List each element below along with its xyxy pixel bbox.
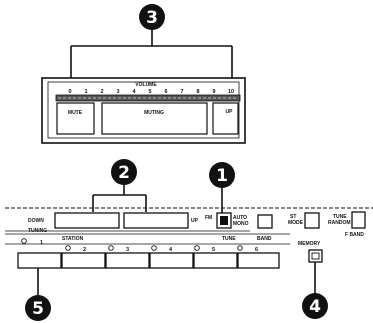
fm-label: FM <box>205 215 212 221</box>
volume-up-button[interactable] <box>212 102 239 135</box>
tune-random-button[interactable] <box>351 211 366 229</box>
volume-level-meter <box>55 94 241 102</box>
mono-label: MONO <box>233 221 249 227</box>
f-band-label: F BAND <box>345 232 364 238</box>
preset-1-indicator <box>21 238 27 244</box>
volume-tick-3: 3 <box>116 89 119 95</box>
svg-text:1: 1 <box>216 166 228 186</box>
preset-5-label: 5 <box>212 247 215 253</box>
callout-3: 3 <box>139 4 165 30</box>
volume-tick-9: 9 <box>212 89 215 95</box>
preset-6-button[interactable] <box>237 252 280 269</box>
tuning-row-label: TUNING <box>28 228 47 234</box>
station-label: STATION <box>62 236 84 242</box>
random-label: RANDOM <box>328 220 351 226</box>
volume-tick-1: 1 <box>84 89 87 95</box>
mode-label: MODE <box>288 220 304 226</box>
volume-tick-6: 6 <box>164 89 167 95</box>
preset-3-button[interactable] <box>105 252 150 269</box>
volume-up-label: UP <box>226 109 234 115</box>
preset-5-button[interactable] <box>193 252 238 269</box>
callout-2: 2 <box>111 159 137 185</box>
memory-button[interactable] <box>308 249 323 263</box>
st-label: ST <box>290 214 296 220</box>
tune-mode-label: TUNE <box>333 214 347 220</box>
st-mode-button[interactable] <box>304 212 320 229</box>
volume-title: VOLUME <box>135 82 157 88</box>
svg-text:2: 2 <box>118 163 130 183</box>
preset-2-label: 2 <box>83 247 86 253</box>
svg-text:3: 3 <box>146 8 158 28</box>
preset-4-button[interactable] <box>149 252 194 269</box>
preset-3-indicator <box>108 245 114 251</box>
volume-tick-7: 7 <box>180 89 183 95</box>
auto-label: AUTO <box>233 215 247 221</box>
control-panel-lines <box>5 207 373 245</box>
tuning-down-label: DOWN <box>28 218 44 224</box>
svg-text:4: 4 <box>309 297 321 317</box>
mute-button[interactable] <box>56 102 95 135</box>
volume-tick-0: 0 <box>68 89 71 95</box>
tuning-down-button[interactable] <box>54 212 120 229</box>
preset-6-indicator <box>237 245 243 251</box>
preset-4-indicator <box>151 245 157 251</box>
preset-4-label: 4 <box>169 247 173 253</box>
memory-button-inner <box>311 252 320 260</box>
memory-label: MEMORY <box>298 241 321 247</box>
preset-2-button[interactable] <box>61 252 106 269</box>
muting-button[interactable] <box>101 102 208 135</box>
volume-tick-2: 2 <box>100 89 103 95</box>
preset-3-label: 3 <box>126 247 129 253</box>
callout-1: 1 <box>209 162 235 188</box>
callout-5: 5 <box>25 295 51 321</box>
tuning-up-button[interactable] <box>123 212 189 229</box>
muting-label: MUTING <box>144 110 164 116</box>
band-label: BAND <box>257 236 272 242</box>
tuning-up-label: UP <box>191 218 199 224</box>
volume-tick-10: 10 <box>228 89 234 95</box>
svg-text:5: 5 <box>32 299 44 319</box>
tune-label: TUNE <box>222 236 236 242</box>
volume-tick-4: 4 <box>132 89 136 95</box>
band-button[interactable] <box>257 214 273 229</box>
preset-1-button[interactable] <box>17 252 62 269</box>
preset-6-label: 6 <box>255 247 258 253</box>
mute-label: MUTE <box>68 110 83 116</box>
volume-tick-8: 8 <box>196 89 199 95</box>
tune-auto-mono-knob <box>220 216 228 225</box>
callout-2-bracket <box>92 185 147 212</box>
preset-indicators <box>21 238 243 251</box>
preset-5-indicator <box>194 245 200 251</box>
volume-tick-5: 5 <box>148 89 151 95</box>
volume-ticks: 0 1 2 3 4 5 6 7 8 9 10 <box>68 89 234 95</box>
preset-1-label: 1 <box>40 240 43 246</box>
preset-2-indicator <box>65 245 71 251</box>
callout-4: 4 <box>302 293 328 319</box>
